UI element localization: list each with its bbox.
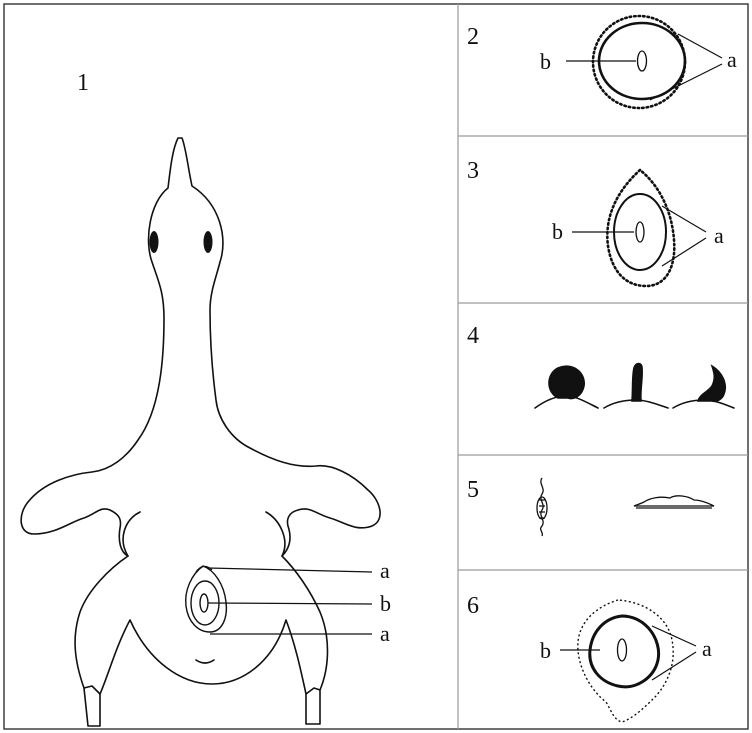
leader-b: [208, 603, 372, 604]
panel-5-number: 5: [467, 477, 479, 503]
vent-opening: [200, 594, 208, 612]
panel-3-label-b: b: [552, 219, 563, 244]
profile-round-knob: [549, 366, 584, 398]
panel-3-dotted-outline: [607, 170, 674, 286]
leader-a-top: [208, 568, 372, 572]
panel-5: 5: [467, 477, 714, 536]
panel-3-vent-opening: [636, 222, 644, 242]
panel-6-solid-ring: [590, 616, 659, 687]
panel-1-label-a-top: a: [380, 558, 390, 583]
wing-line-left: [123, 512, 140, 556]
panel-1-leaders: [208, 568, 372, 634]
leg-notch-right: [306, 688, 320, 694]
panel-6-vent-opening: [618, 639, 627, 661]
eye-left-icon: [150, 231, 159, 253]
flat-ridge: [634, 496, 714, 506]
panel-6-label-b: b: [540, 638, 551, 663]
duckling-outline: [21, 138, 380, 726]
panel-6-number: 6: [467, 593, 479, 619]
panel-2-dotted-outline: [593, 16, 685, 108]
panel-1: 1 a b a: [21, 70, 391, 726]
panel-6: 6 b a: [467, 593, 712, 722]
panel-1-number: 1: [77, 70, 89, 96]
body-outline: [21, 138, 380, 726]
panel-2-label-b: b: [540, 49, 551, 74]
panel-1-label-b: b: [380, 591, 391, 616]
panel-1-label-a-bottom: a: [380, 621, 390, 646]
panel-3: 3 b a: [467, 158, 724, 286]
panel-2-vent-opening: [638, 51, 647, 71]
wing-line-right: [266, 512, 285, 556]
panel-6-label-a: a: [702, 636, 712, 661]
panel-4-number: 4: [467, 323, 479, 349]
panel-4-profiles: [535, 364, 734, 409]
panel-3-leader-a-bottom: [662, 238, 706, 266]
profile-horn: [698, 366, 725, 401]
leg-notch-left: [84, 686, 100, 694]
panel-2: 2 b a: [467, 16, 737, 108]
eye-right-icon: [204, 231, 213, 253]
panel-3-label-a: a: [714, 223, 724, 248]
panel-3-leader-a-top: [662, 206, 706, 232]
panel-2-number: 2: [467, 24, 479, 50]
tail-mark: [196, 660, 214, 663]
panel-5-profiles: [537, 478, 714, 536]
vent-region: [186, 566, 227, 632]
profile-stalk: [632, 364, 642, 402]
panel-4: 4: [467, 323, 734, 408]
panel-3-number: 3: [467, 158, 479, 184]
panel-2-leader-a-bottom: [650, 64, 722, 100]
panel-2-label-a: a: [727, 47, 737, 72]
vertical-slit: [541, 478, 544, 536]
